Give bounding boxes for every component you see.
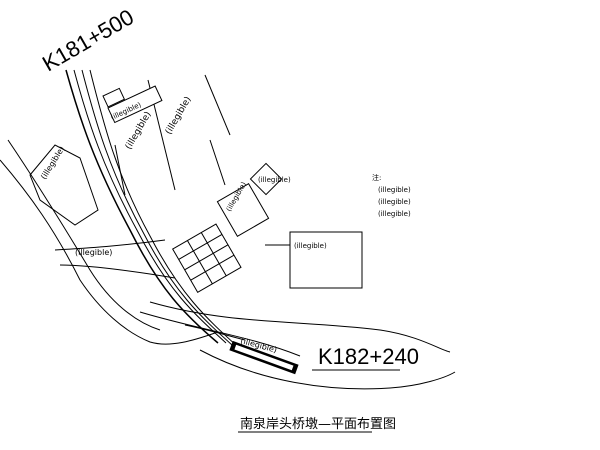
- callout-text: (illegible): [294, 242, 327, 250]
- note-line-2: (illegible): [378, 198, 411, 206]
- note-line-3: (illegible): [378, 210, 411, 218]
- mid-box: (illegible): [216, 180, 270, 238]
- top-label-box: (illegible): [102, 85, 163, 124]
- notes: 注: (illegible) (illegible) (illegible): [372, 173, 411, 218]
- note-line-1: (illegible): [378, 186, 411, 194]
- left-region-label: (illegible): [39, 145, 66, 181]
- road-label: (illegible): [75, 248, 112, 257]
- building-grid: [171, 223, 242, 294]
- field-b-label: (illegible): [164, 95, 194, 136]
- lower-curve: [139, 301, 456, 390]
- right-box-label: (illegible): [258, 176, 291, 184]
- start-station-label: K181+500: [38, 4, 138, 76]
- left-river-lines: [0, 139, 216, 345]
- notes-heading: 注:: [372, 173, 381, 182]
- drawing-title-group: 南泉岸头桥墩—平面布置图: [238, 416, 396, 433]
- callout: (illegible): [265, 231, 363, 289]
- drawing-title: 南泉岸头桥墩—平面布置图: [240, 416, 396, 432]
- end-station-label: K182+240: [318, 344, 419, 369]
- bridge-block: [229, 340, 299, 375]
- right-label-box: (illegible): [249, 162, 291, 196]
- left-region: (illegible): [29, 144, 99, 226]
- main-alignment: [65, 69, 239, 348]
